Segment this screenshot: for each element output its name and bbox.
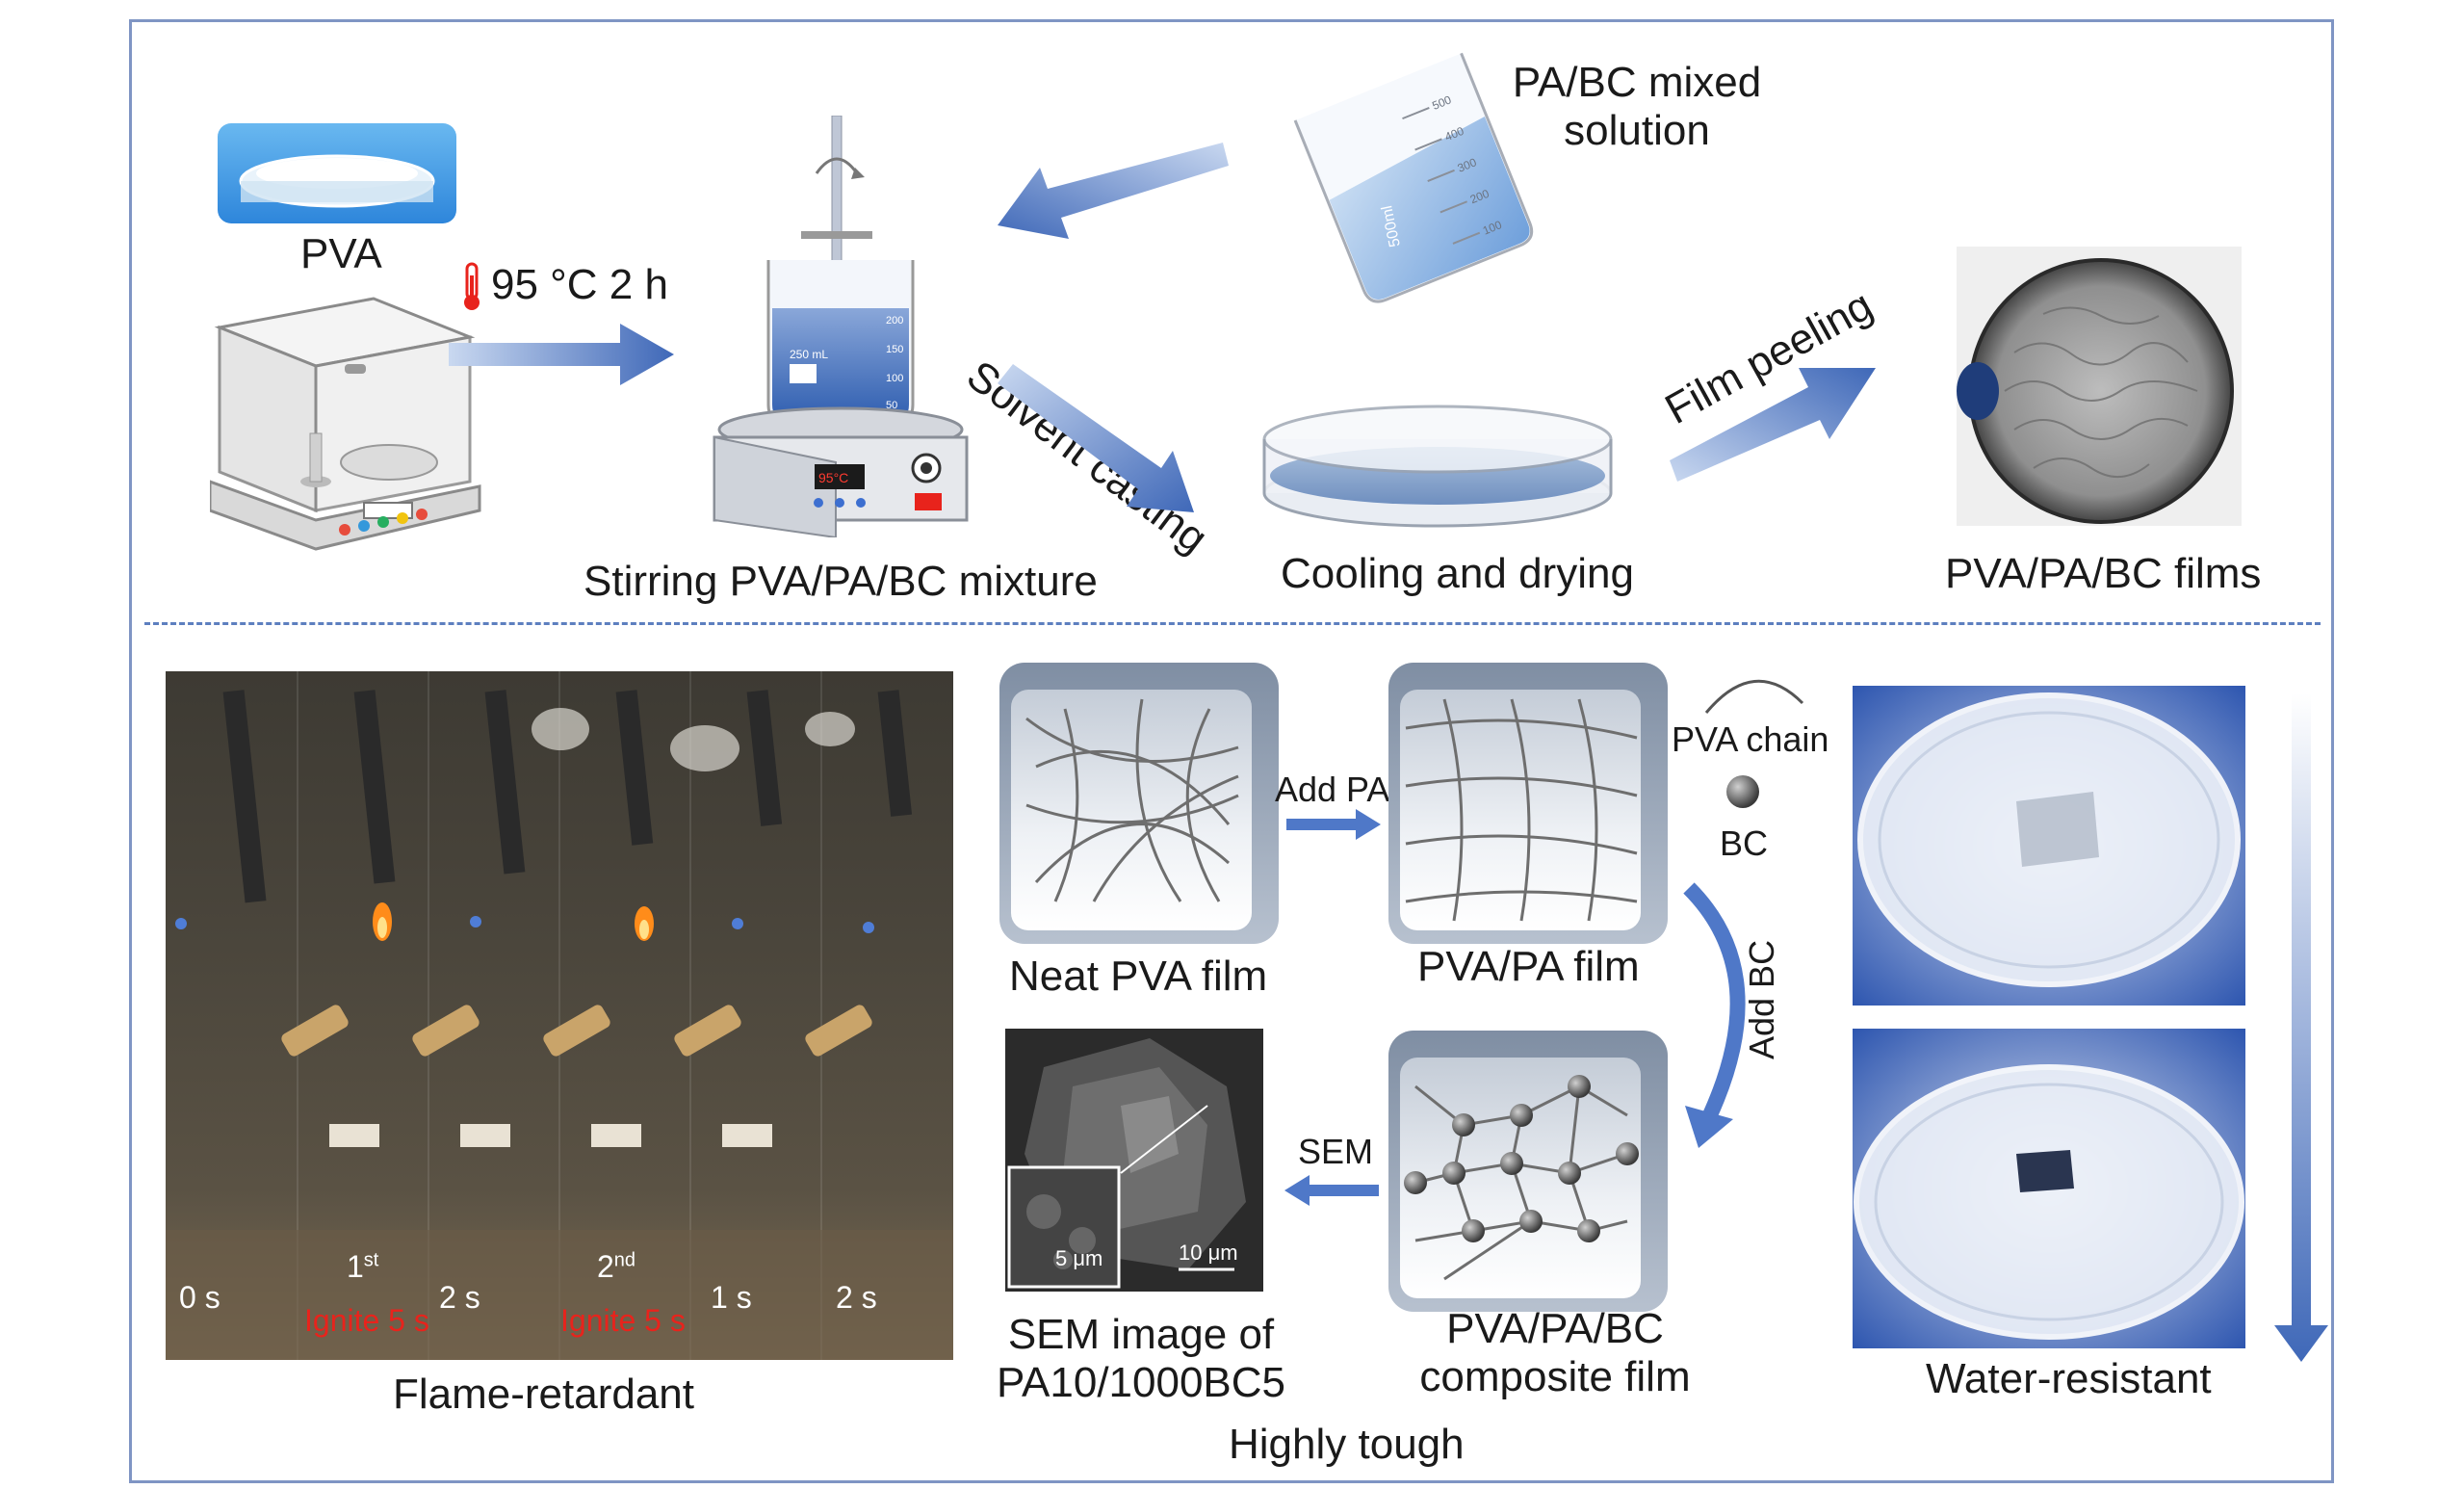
ignite-2-num: 2 xyxy=(597,1249,614,1284)
sem-image-label-line2: PA10/1000BC5 xyxy=(996,1359,1286,1406)
bc-label: BC xyxy=(1720,823,1769,863)
flame-frame xyxy=(558,671,691,1360)
arrow-to-cooling xyxy=(998,364,1194,512)
flame-time-2: 1 s xyxy=(711,1280,752,1315)
flame-frame xyxy=(297,671,429,1360)
figure-frame xyxy=(129,19,2334,1483)
stirring-label: Stirring PVA/PA/BC mixture xyxy=(584,558,1098,605)
solution-label-line1: PA/BC mixed xyxy=(1512,59,1762,106)
water-dish-photo-2 xyxy=(1853,1029,2245,1348)
thermometer-icon xyxy=(464,262,480,310)
add-bc-arrow xyxy=(1683,882,1746,1148)
flame-test-photo-strip: 0 s 1st Ignite 5 s 2 s 2nd Ignite 5 s 1 … xyxy=(166,671,953,1360)
small-beaker-tick: 150 xyxy=(886,344,903,355)
bc-particle-icon xyxy=(1726,775,1759,808)
pouring-beaker-icon: 500 400 300 200 100 500ml xyxy=(1293,52,1534,303)
water-time-arrow xyxy=(2274,693,2328,1362)
section-divider xyxy=(144,622,2321,625)
pva-pa-film-label: PVA/PA film xyxy=(1417,943,1640,990)
solution-label-line2: solution xyxy=(1564,107,1710,154)
sem-image-label-line1: SEM image of xyxy=(1007,1311,1275,1358)
arrow-to-films xyxy=(1670,368,1876,482)
flame-time-0: 0 s xyxy=(179,1280,220,1315)
neat-pva-cube xyxy=(999,663,1279,944)
ignite-2-sup: nd xyxy=(613,1249,636,1271)
sem-arrow-label: SEM xyxy=(1298,1132,1374,1171)
film-photo xyxy=(1957,247,2242,526)
sem-image: 5 μm 10 μm xyxy=(1005,1029,1263,1292)
sem-scale-5: 5 μm xyxy=(1055,1246,1103,1270)
composite-label-line2: composite film xyxy=(1419,1353,1691,1400)
small-beaker-tick: 50 xyxy=(886,400,897,411)
composite-label-line1: PVA/PA/BC xyxy=(1446,1305,1664,1352)
ignite-2-label: Ignite 5 s xyxy=(560,1303,686,1338)
pva-pellets-icon xyxy=(218,123,456,223)
add-pa-label: Add PA xyxy=(1275,770,1390,809)
flame-frame xyxy=(689,671,822,1360)
pva-chain-label: PVA chain xyxy=(1672,719,1829,759)
highly-tough-label: Highly tough xyxy=(1229,1421,1465,1468)
cooling-label: Cooling and drying xyxy=(1281,550,1634,597)
sem-texture xyxy=(1005,1029,1263,1292)
petri-dish-icon xyxy=(1262,405,1613,528)
neat-film-label: Neat PVA film xyxy=(1009,953,1268,1000)
heater-display: 95°C xyxy=(818,470,848,485)
flame-frame xyxy=(428,671,560,1360)
ignite-1-ordinal: 1st xyxy=(347,1249,378,1285)
films-label: PVA/PA/BC films xyxy=(1945,550,2262,597)
ignite-1-sup: st xyxy=(363,1249,379,1271)
flame-time-1: 2 s xyxy=(439,1280,480,1315)
sem-arrow xyxy=(1284,1175,1379,1206)
arrow-to-stirrer xyxy=(449,324,674,385)
water-dish-photo-1 xyxy=(1853,686,2245,1006)
flame-time-3: 2 s xyxy=(836,1280,877,1315)
composite-cube xyxy=(1388,1031,1668,1312)
flame-frame xyxy=(166,671,298,1360)
small-beaker-tick: 100 xyxy=(886,373,903,384)
ignite-2-ordinal: 2nd xyxy=(597,1249,635,1285)
arrow-solution-to-stirrer xyxy=(998,143,1229,239)
small-beaker-tick: 200 xyxy=(886,315,903,327)
condition-label: 95 °C 2 h xyxy=(491,261,668,308)
pva-pa-cube xyxy=(1388,663,1668,944)
water-resistant-label: Water-resistant xyxy=(1926,1355,2212,1402)
ignite-1-num: 1 xyxy=(347,1249,364,1284)
pva-chain-icon xyxy=(1704,679,1804,714)
sem-scale-10: 10 μm xyxy=(1179,1241,1238,1265)
add-pa-arrow xyxy=(1286,809,1381,840)
analytical-balance-icon xyxy=(210,297,481,551)
magnetic-stirrer-icon: 250 mL 200 150 100 50 95°C xyxy=(713,116,969,537)
small-beaker-volume: 250 mL xyxy=(790,348,828,361)
pva-label: PVA xyxy=(300,230,382,277)
flame-retardant-label: Flame-retardant xyxy=(393,1371,695,1418)
add-bc-label: Add BC xyxy=(1742,939,1781,1059)
flame-test-scene xyxy=(166,690,953,1360)
ignite-1-label: Ignite 5 s xyxy=(304,1303,429,1338)
